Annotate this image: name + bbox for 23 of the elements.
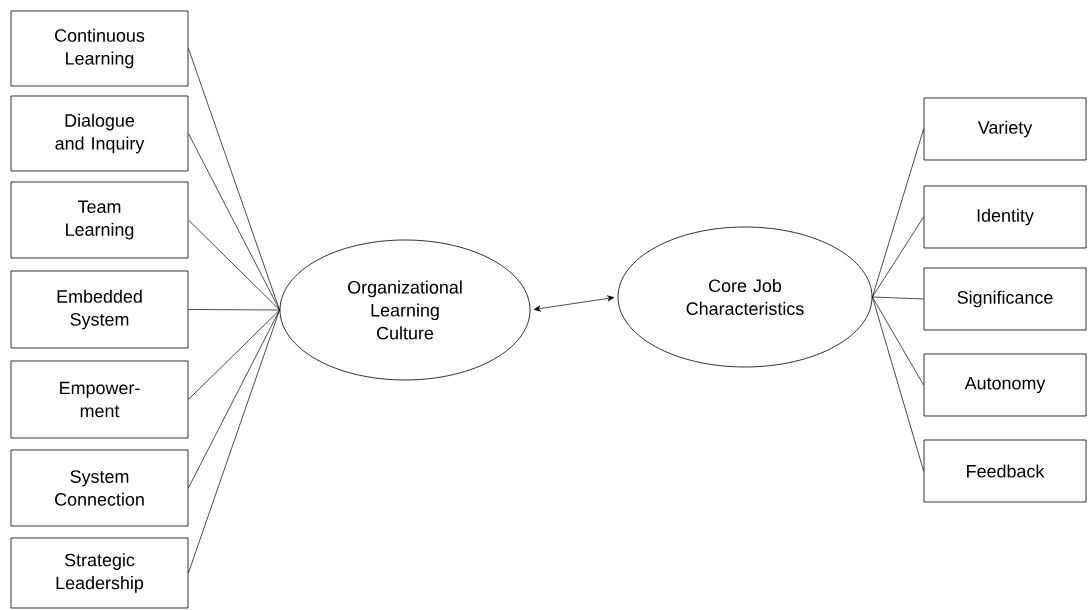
connector-line bbox=[872, 296, 924, 300]
connector-line bbox=[188, 309, 280, 574]
connector-line bbox=[188, 219, 280, 311]
characteristic-box: Significance bbox=[923, 267, 1087, 331]
characteristic-box: Identity bbox=[923, 185, 1087, 249]
connector-line bbox=[872, 128, 924, 298]
factor-box: Continuous Learning bbox=[10, 10, 189, 87]
factor-box: Strategic Leadership bbox=[10, 537, 189, 609]
factor-box: Empower- ment bbox=[10, 360, 189, 439]
characteristic-box: Variety bbox=[923, 97, 1087, 161]
connector-line bbox=[872, 216, 924, 298]
characteristic-box: Autonomy bbox=[923, 353, 1087, 417]
factor-box: Team Learning bbox=[10, 181, 189, 259]
connector-line bbox=[872, 296, 924, 386]
connector-line bbox=[872, 296, 924, 472]
connector-line bbox=[188, 309, 280, 311]
factor-box: System Connection bbox=[10, 449, 189, 527]
factor-box: Embedded System bbox=[10, 270, 189, 349]
double-arrow bbox=[533, 295, 615, 312]
characteristic-box: Feedback bbox=[923, 439, 1087, 503]
connector-line bbox=[188, 309, 280, 400]
factor-box: Dialogue and Inquiry bbox=[10, 95, 189, 172]
connector-line bbox=[188, 133, 280, 311]
